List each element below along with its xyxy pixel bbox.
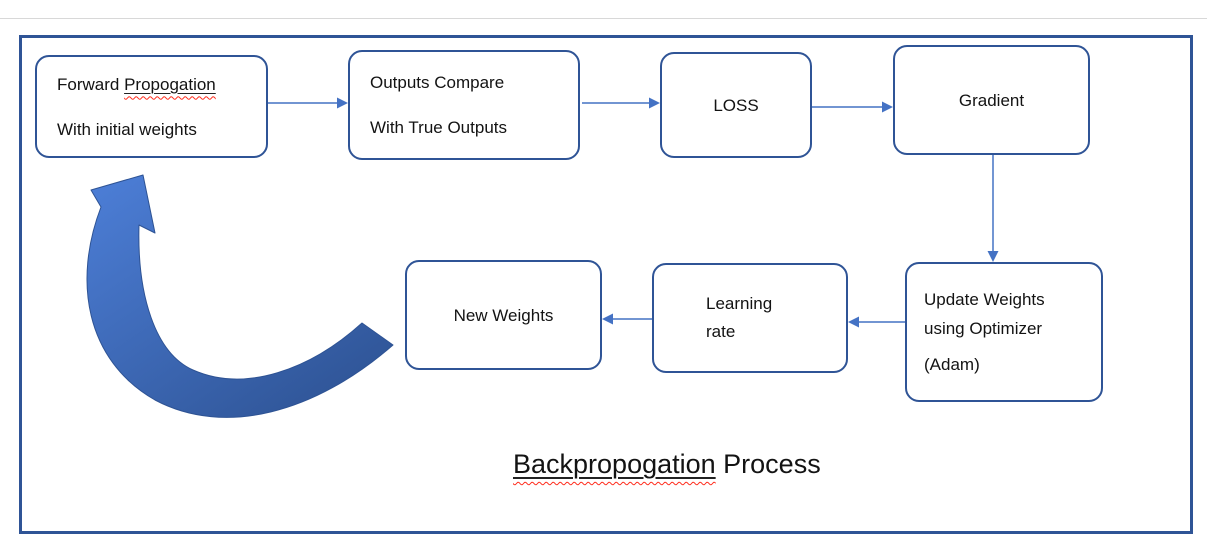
gradient-label: Gradient [958,90,1025,110]
forward-line2: With initial weights [57,119,197,139]
update-line1: Update Weights using Optimizer [924,290,1045,338]
learning-line1: Learning [706,294,773,313]
box-new-weights: New Weights [405,260,602,370]
arrow-learning-to-newweights-icon [602,313,652,325]
underlined-word-wrap: Propogation [124,75,216,94]
update-line2: (Adam) [924,355,980,374]
curved-return-arrow-icon [86,174,394,418]
forward-line1-pre: Forward [57,74,125,94]
misspelled-word: Propogation [124,74,216,94]
box-forward-propagation: Forward Propogation With initial weights [35,55,268,158]
box-outputs-compare: Outputs Compare With True Outputs [348,50,580,160]
diagram-title: Backpropogation Process [513,447,821,481]
arrow-loss-to-gradient-icon [812,101,893,113]
loss-label: LOSS [713,95,759,115]
outputs-line1: Outputs Compare [370,73,505,92]
forward-line1: Forward Propogation [57,74,216,95]
title-rest: Process [715,449,821,479]
learning-line2: rate [706,322,736,341]
title-underlined-wrap: Backpropogation [513,449,716,479]
box-gradient: Gradient [893,45,1090,155]
title-misspelled-word: Backpropogation [513,449,716,479]
new-weights-label: New Weights [453,305,554,325]
box-learning-rate: Learning rate [652,263,848,373]
arrow-forward-to-outputs-icon [268,97,348,109]
box-update-weights: Update Weights using Optimizer (Adam) [905,262,1103,402]
arrow-gradient-to-update-icon [987,155,999,262]
box-loss: LOSS [660,52,812,158]
arrow-outputs-to-loss-icon [582,97,660,109]
outputs-line2: With True Outputs [370,118,507,137]
arrow-update-to-learning-icon [848,316,905,328]
diagram-border [19,35,1193,534]
top-divider-line [0,18,1207,19]
